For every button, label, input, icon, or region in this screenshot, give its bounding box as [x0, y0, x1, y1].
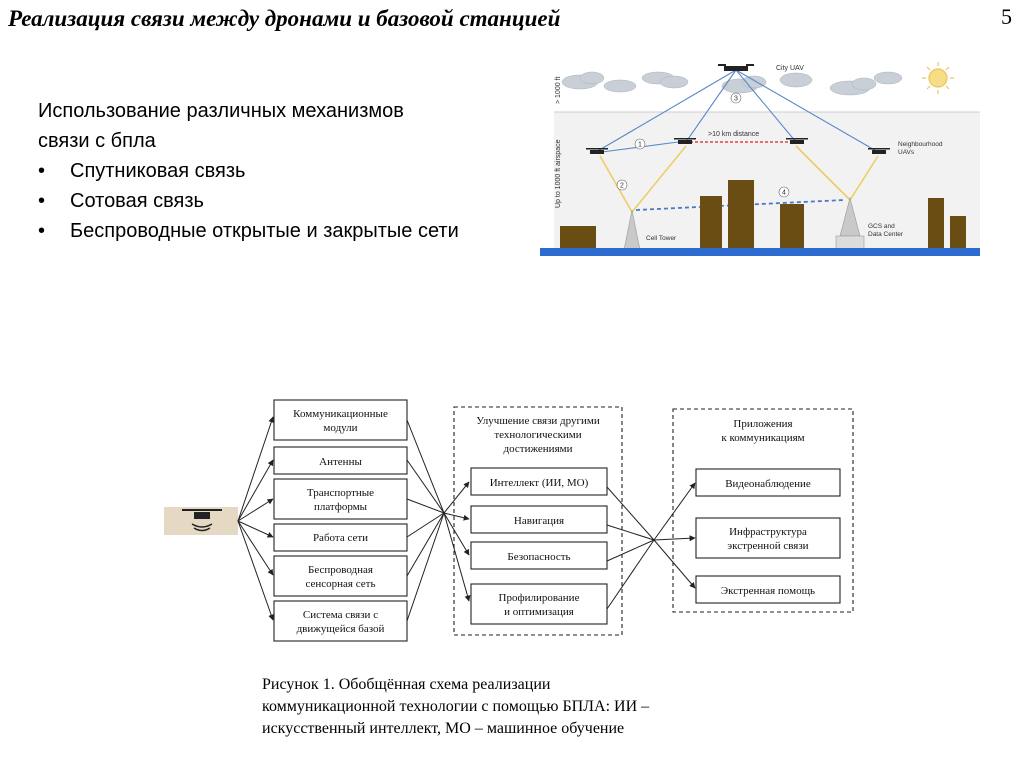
caption-line: искусственный интеллект, МО – машинное о…	[262, 720, 625, 737]
drone-icon	[868, 148, 890, 154]
signal-icon	[191, 523, 213, 528]
application-label: экстренной связи	[727, 540, 808, 552]
module-label: сенсорная сеть	[306, 578, 376, 590]
module-box	[273, 478, 408, 520]
figure-caption: Рисунок 1. Обобщённая схема реализации к…	[262, 674, 782, 740]
module-label: модули	[323, 422, 357, 434]
improvement-label: Интеллект (ИИ, МО)	[490, 477, 589, 489]
group-title: достижениями	[504, 443, 573, 455]
module-label: Коммуникационные	[293, 408, 388, 420]
intro-line-1: Использование различных механизмов	[38, 100, 404, 122]
group-title: Улучшение связи другими	[476, 415, 600, 427]
bullet-item: • Беспроводные открытые и закрытые сети	[38, 216, 538, 246]
bullet-item: • Сотовая связь	[38, 186, 538, 216]
module-label: Транспортные	[307, 487, 374, 499]
bullet-icon: •	[38, 220, 46, 242]
gcs-label: Data Center	[868, 231, 904, 238]
improvement-label: Профилирование	[499, 592, 580, 604]
module-label: движущейся базой	[297, 623, 385, 635]
bullet-text: Беспроводные открытые и закрытые сети	[70, 220, 459, 242]
group-title: к коммуникациям	[721, 432, 804, 444]
bullet-item: • Спутниковая связь	[38, 156, 538, 186]
module-box	[273, 523, 408, 552]
marker-label: 4	[782, 190, 786, 197]
marker-label: 2	[620, 183, 624, 190]
module-label: платформы	[314, 501, 368, 513]
building-shape	[780, 204, 804, 250]
improvement-label: и оптимизация	[504, 606, 574, 618]
module-label: Антенны	[319, 456, 362, 468]
sun-icon	[922, 62, 954, 94]
data-center-icon	[835, 235, 865, 251]
building-shape	[950, 216, 966, 250]
ground-strip	[540, 248, 980, 256]
module-box	[273, 399, 408, 441]
slide-title: Реализация связи между дронами и базовой…	[8, 6, 561, 31]
group-title: технологическими	[494, 429, 581, 441]
distance-label: >10 km distance	[708, 131, 759, 138]
gcs-label: GCS and	[868, 223, 895, 230]
signal-icon	[193, 527, 211, 532]
application-box	[695, 468, 841, 497]
drone-icon	[786, 138, 808, 144]
improvement-box	[470, 541, 608, 570]
application-label: Экстренная помощь	[721, 585, 815, 597]
bullet-text: Спутниковая связь	[70, 160, 246, 182]
applications-group	[672, 408, 854, 613]
caption-line: коммуникационной технологии с помощью БП…	[262, 698, 650, 715]
module-label: Работа сети	[313, 532, 368, 544]
application-box	[695, 575, 841, 604]
neighbour-label: Neighbourhood	[898, 141, 943, 148]
drone-icon	[586, 148, 608, 154]
bullet-icon: •	[38, 190, 46, 212]
application-label: Инфраструктура	[729, 526, 807, 538]
improvement-box	[470, 583, 608, 625]
airspace-label: Up to 1000 ft airspace	[555, 139, 562, 208]
group-title: Приложения	[733, 418, 792, 430]
page-number: 5	[1001, 4, 1012, 29]
drone-icon	[674, 138, 696, 144]
applications-diagram: Приложения к коммуникациям Видеонаблюден…	[606, 408, 854, 613]
module-box	[273, 600, 408, 642]
improvement-label: Навигация	[514, 515, 564, 527]
cloud-icon	[561, 71, 903, 96]
communication-flow-diagram: Коммуникационные модули Антенны Транспор…	[164, 399, 623, 642]
building-shape	[560, 226, 596, 250]
application-label: Видеонаблюдение	[725, 478, 811, 490]
altitude-label: > 1000 ft	[555, 77, 562, 104]
intro-text: Использование различных механизмов связи…	[38, 96, 538, 246]
building-shape	[728, 180, 754, 250]
drone-icon	[182, 509, 222, 519]
bullet-icon: •	[38, 160, 46, 182]
module-label: Беспроводная	[308, 564, 373, 576]
module-box	[273, 555, 408, 597]
city-uav-label: City UAV	[776, 65, 804, 72]
application-box	[695, 517, 841, 559]
marker-label: 3	[734, 96, 738, 103]
drone-icon	[718, 64, 754, 71]
marker-label: 1	[638, 142, 642, 149]
bullet-text: Сотовая связь	[70, 190, 204, 212]
module-label: Система связи с	[303, 609, 378, 621]
neighbour-label: UAVs	[898, 149, 915, 156]
improvement-label: Безопасность	[507, 551, 570, 563]
improvement-box	[470, 467, 608, 496]
airspace-illustration: > 1000 ft Up to 1000 ft airspace >10 km …	[540, 60, 980, 256]
building-shape	[700, 196, 722, 250]
caption-line: Рисунок 1. Обобщённая схема реализации	[262, 676, 551, 693]
improvement-group	[453, 406, 623, 636]
building-shape	[928, 198, 944, 250]
improvement-box	[470, 505, 608, 534]
intro-line-2: связи с бпла	[38, 130, 156, 152]
cell-tower-label: Cell Tower	[646, 235, 677, 242]
